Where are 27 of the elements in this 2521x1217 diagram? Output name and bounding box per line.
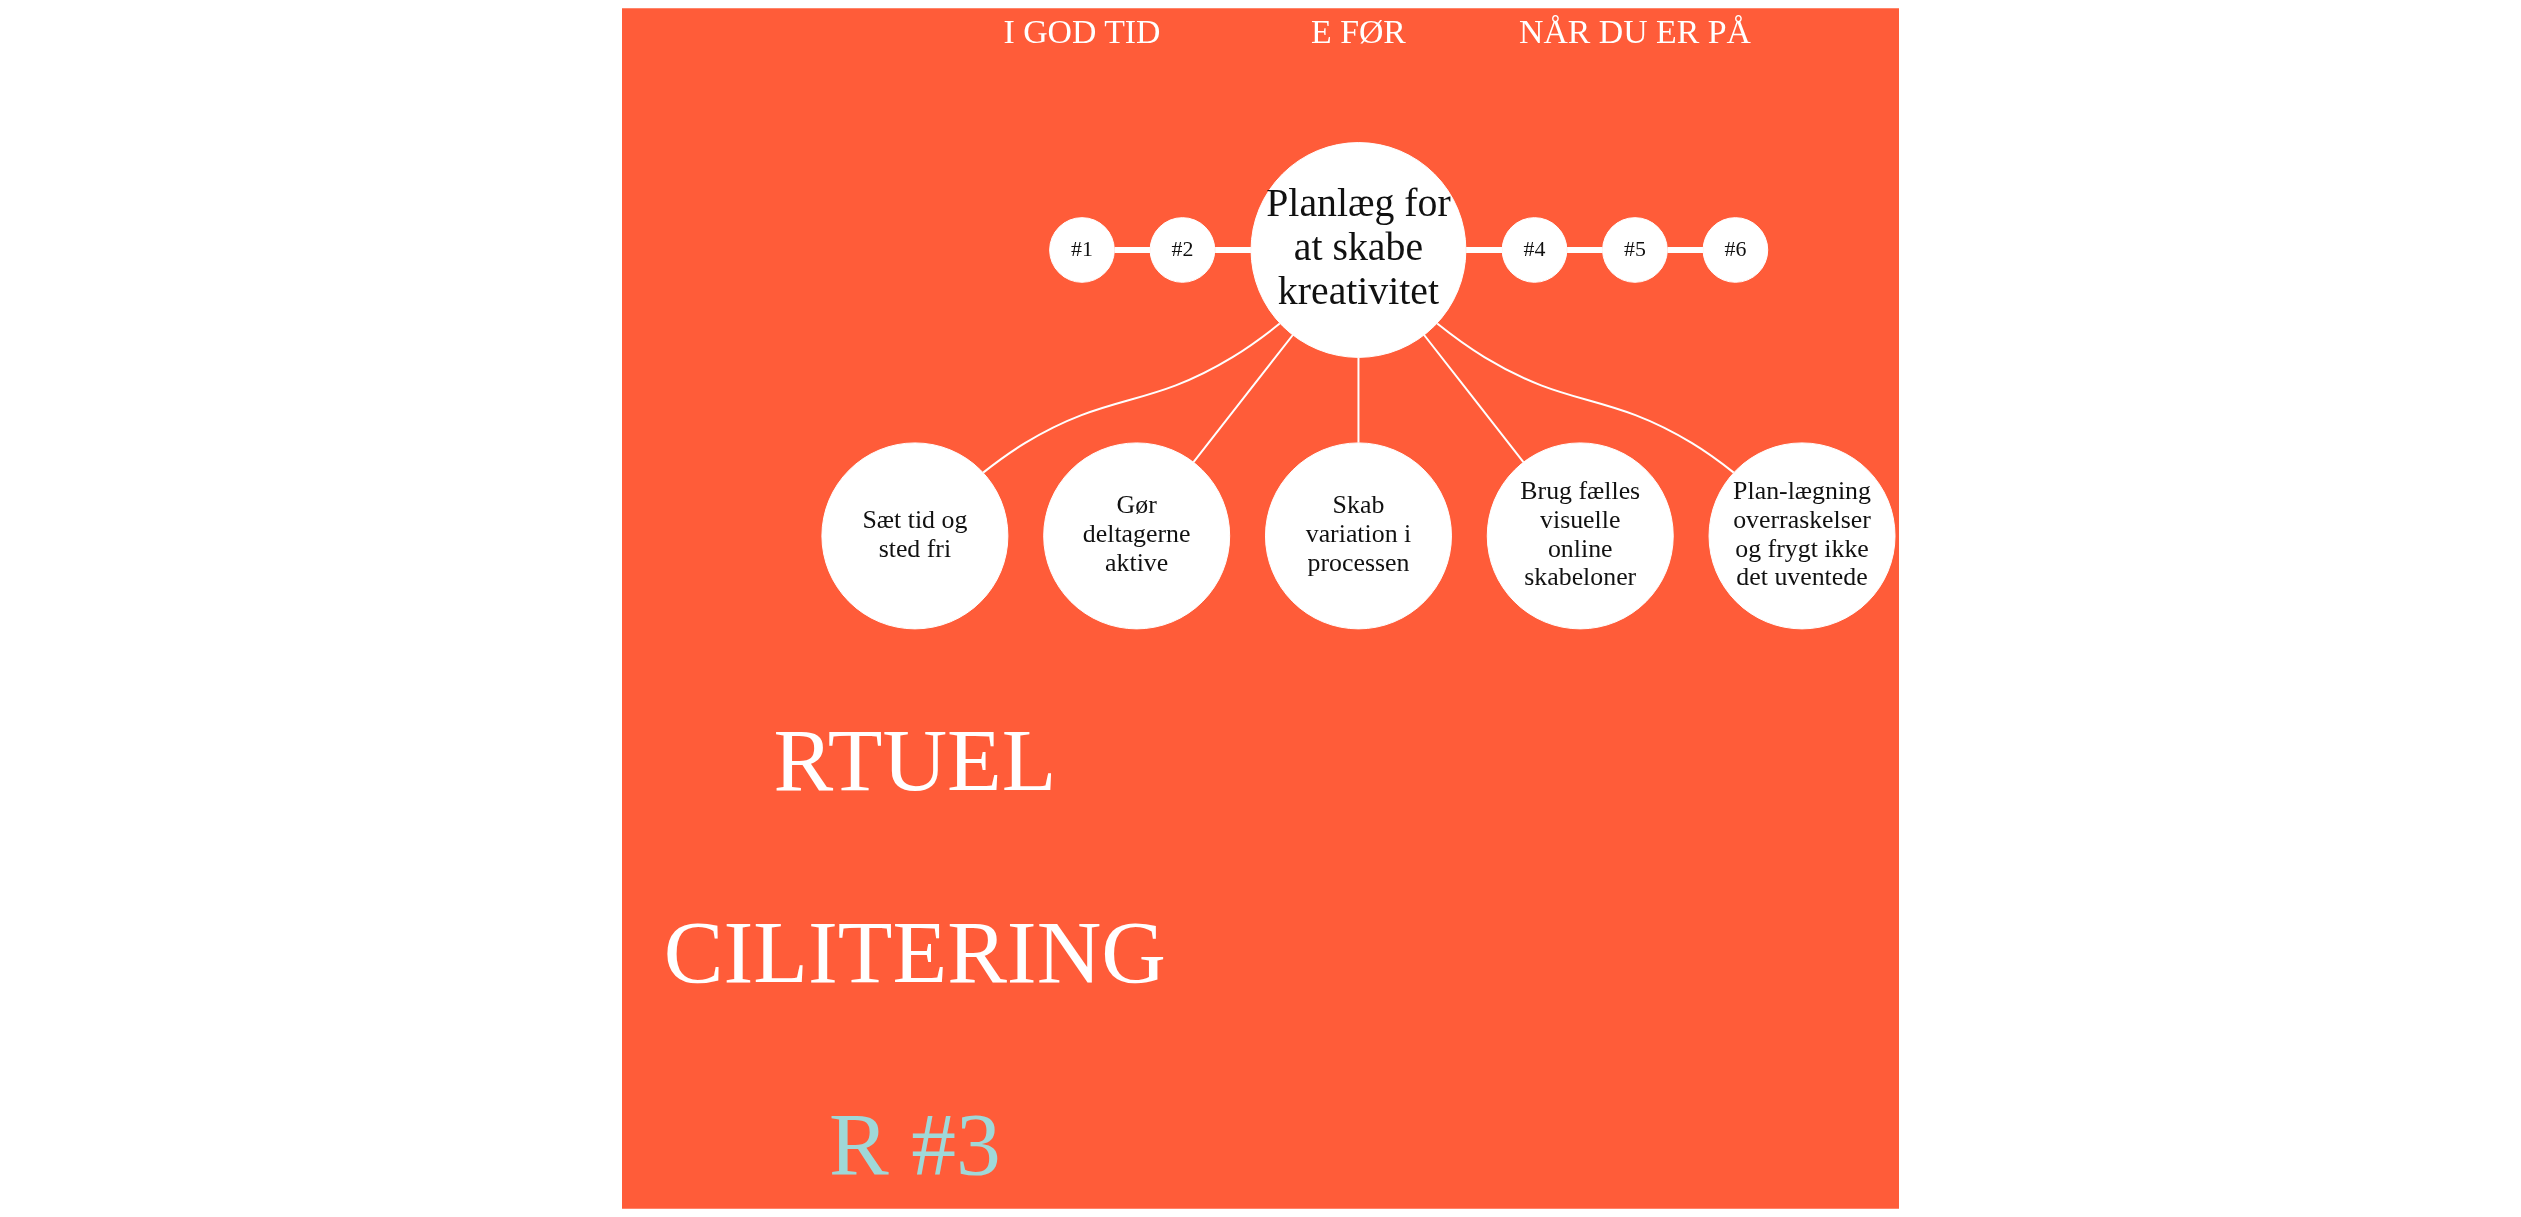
connector [1667,247,1704,253]
label: RTUEL [773,710,1057,810]
connector [1466,247,1503,253]
connector [1192,334,1294,464]
connector [1215,247,1251,253]
label: CILITERING [663,901,1166,1001]
node-circle: Sæt tid og sted fri [821,442,1009,630]
node-circle: Gør deltagerne aktive [1043,442,1231,630]
node-circle: #2 [1149,217,1216,283]
connector [1567,247,1603,253]
connector [1357,356,1360,444]
node-circle: #5 [1602,217,1668,283]
label: E FØR [1311,13,1406,51]
node-circle: Skab variation i processen [1264,442,1452,630]
label: R #3 [829,1093,1001,1193]
connector [1423,334,1525,464]
connector [1114,247,1151,253]
connector [982,322,1281,474]
label: I GOD TID [1003,13,1161,51]
label: NÅR DU ER PÅ [1518,13,1751,51]
connector [1436,322,1735,474]
node-circle: #6 [1702,217,1769,283]
node-circle: Brug fælles visuelle online skabeloner [1486,442,1674,630]
node-circle: #4 [1501,217,1568,283]
node-circle: #1 [1049,217,1115,283]
node-circle: Planlæg for at skabe kreativitet [1250,142,1467,358]
node-circle: Plan-lægning overraskelser og frygt ikke det uventede [1708,442,1896,630]
